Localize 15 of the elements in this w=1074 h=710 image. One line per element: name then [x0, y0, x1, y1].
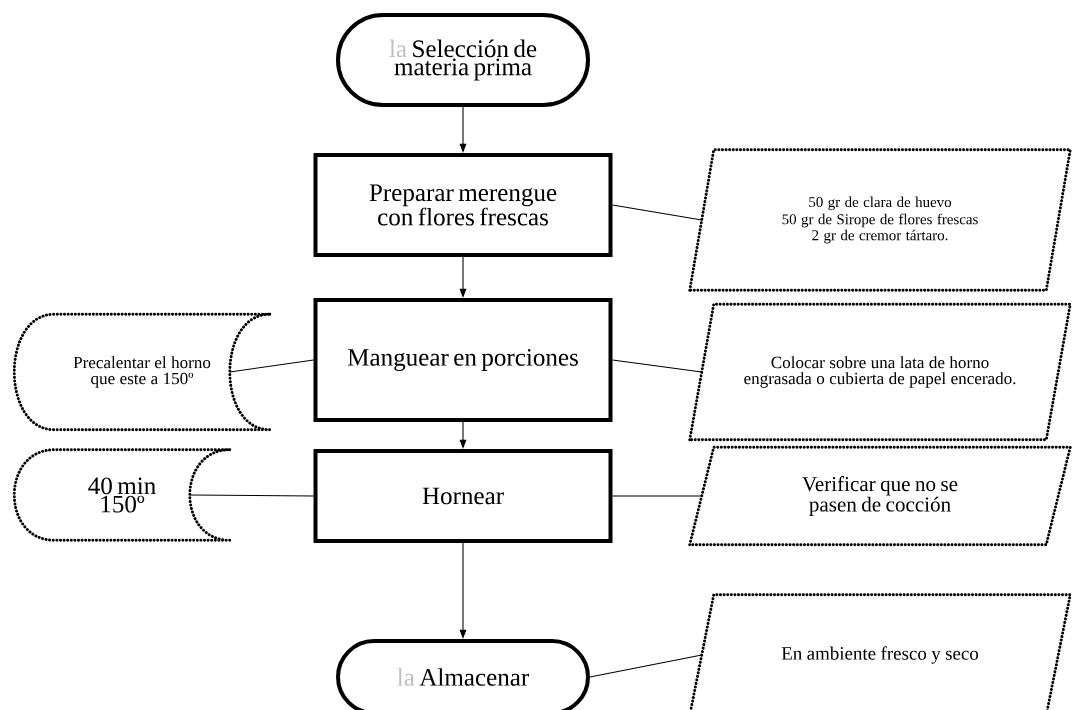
connector-line: [229, 359, 315, 373]
connector-line: [611, 204, 703, 221]
connector-line: [589, 654, 703, 678]
connector-line: [611, 359, 703, 373]
terminal-box: la Selección de materia prima: [336, 13, 590, 107]
process-box: Preparar merengue con flores frescas: [313, 153, 613, 257]
process-box: Hornear: [313, 449, 613, 543]
process-box: Manguear en porciones: [313, 298, 613, 422]
connector-line: [611, 495, 703, 497]
terminal-box: la Almacenar: [336, 639, 590, 710]
stored-data-shape: Precalentar el horno que este a 150º: [12, 312, 272, 432]
connector-line: [189, 494, 315, 497]
stored-data-shape: 40 min 150º: [12, 448, 232, 542]
note-parallelogram: 50 gr de clara de huevo 50 gr de Sirope de flores frescas 2 gr de cremor tártaro.: [688, 148, 1072, 292]
note-parallelogram: Colocar sobre una lata de horno engrasada o cubierta de papel encerado.: [688, 302, 1072, 442]
